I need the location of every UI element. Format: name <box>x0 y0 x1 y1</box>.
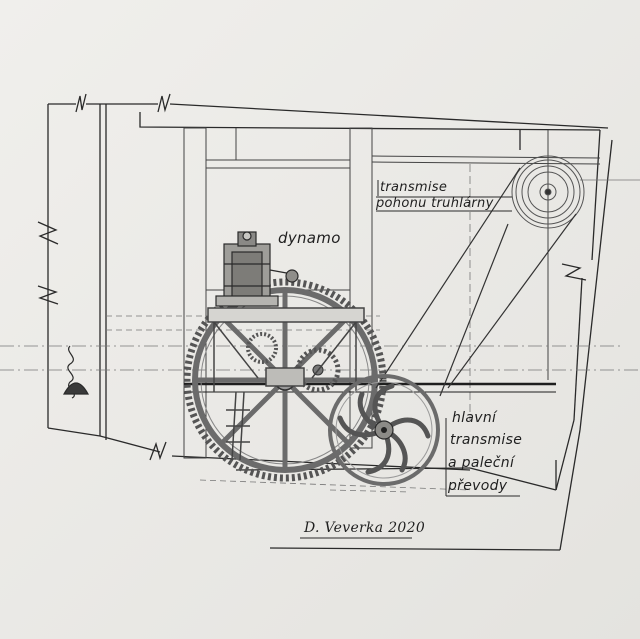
shaft-end-symbol <box>62 345 90 399</box>
dynamo-label: dynamo <box>278 229 341 247</box>
hlavni-label-line2: transmise <box>450 432 523 448</box>
transmise-label-line2: pohonu truhlárny <box>376 196 494 211</box>
belt-lines <box>375 167 577 397</box>
gear-outer-rim <box>183 278 387 482</box>
dynamo-machine <box>215 231 299 307</box>
lower-pulley-cams <box>328 374 440 486</box>
hlavni-label-line4: převody <box>448 478 508 494</box>
leader-lines <box>300 180 520 539</box>
support-frame <box>207 307 365 461</box>
transmise-label-line1: transmise <box>380 180 448 195</box>
author-signature: D. Veverka 2020 <box>304 520 426 536</box>
building-outline <box>47 103 613 551</box>
gear-rim <box>192 287 378 473</box>
break-marks <box>37 93 587 461</box>
upper-pulley <box>511 155 585 229</box>
hlavni-label-line1: hlavní <box>452 410 497 426</box>
hlavni-label-line3: a paleční <box>448 455 515 471</box>
